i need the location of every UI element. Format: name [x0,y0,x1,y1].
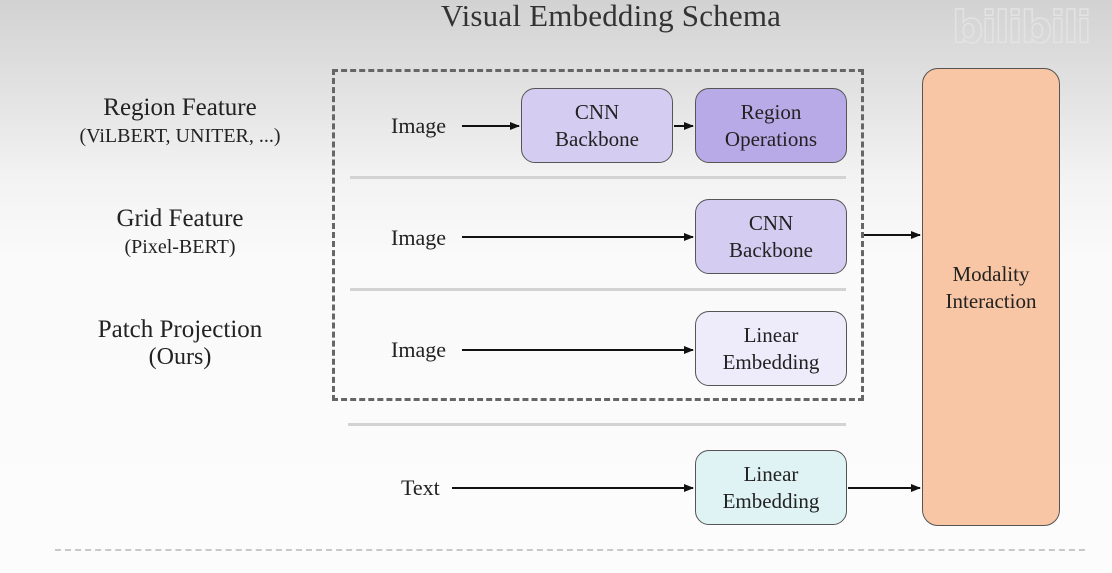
row-title: Grid Feature [116,205,244,232]
box-label: Region Operations [724,99,818,151]
row-label-region: Region Feature (ViLBERT, UNITER, ...) [15,94,345,148]
image-embedding-frame [332,69,864,401]
box-label: Modality Interaction [945,262,1037,313]
modality-interaction-box: Modality Interaction [922,68,1060,526]
cnn-backbone-box: CNN Backbone [695,199,847,274]
box-label: CNN Backbone [555,99,639,151]
row-title: Patch Projection [97,316,263,343]
row-subtitle: (ViLBERT, UNITER, ...) [79,125,281,147]
row-label-patch: Patch Projection (Ours) [15,316,345,371]
row-subtitle: (Ours) [148,344,212,370]
box-label: CNN Backbone [729,210,813,262]
cnn-backbone-box: CNN Backbone [521,88,673,163]
row-separator [350,288,846,291]
region-operations-box: Region Operations [695,88,847,163]
input-label-text: Text [401,475,440,500]
watermark-logo: bilibili [951,1,1092,54]
input-label-image: Image [391,225,446,250]
input-label-image: Image [391,113,446,138]
row-separator [350,176,846,179]
row-subtitle: (Pixel-BERT) [124,236,236,258]
box-label: Linear Embedding [722,461,820,513]
row-title: Region Feature [103,94,257,121]
input-label-image: Image [391,337,446,362]
text-linear-embedding-box: Linear Embedding [695,450,847,525]
row-label-grid: Grid Feature (Pixel-BERT) [15,205,345,259]
row-separator [348,423,846,426]
box-label: Linear Embedding [722,322,820,374]
bottom-divider [55,549,1085,551]
linear-embedding-box: Linear Embedding [695,311,847,386]
diagram-title: Visual Embedding Schema [440,0,782,33]
